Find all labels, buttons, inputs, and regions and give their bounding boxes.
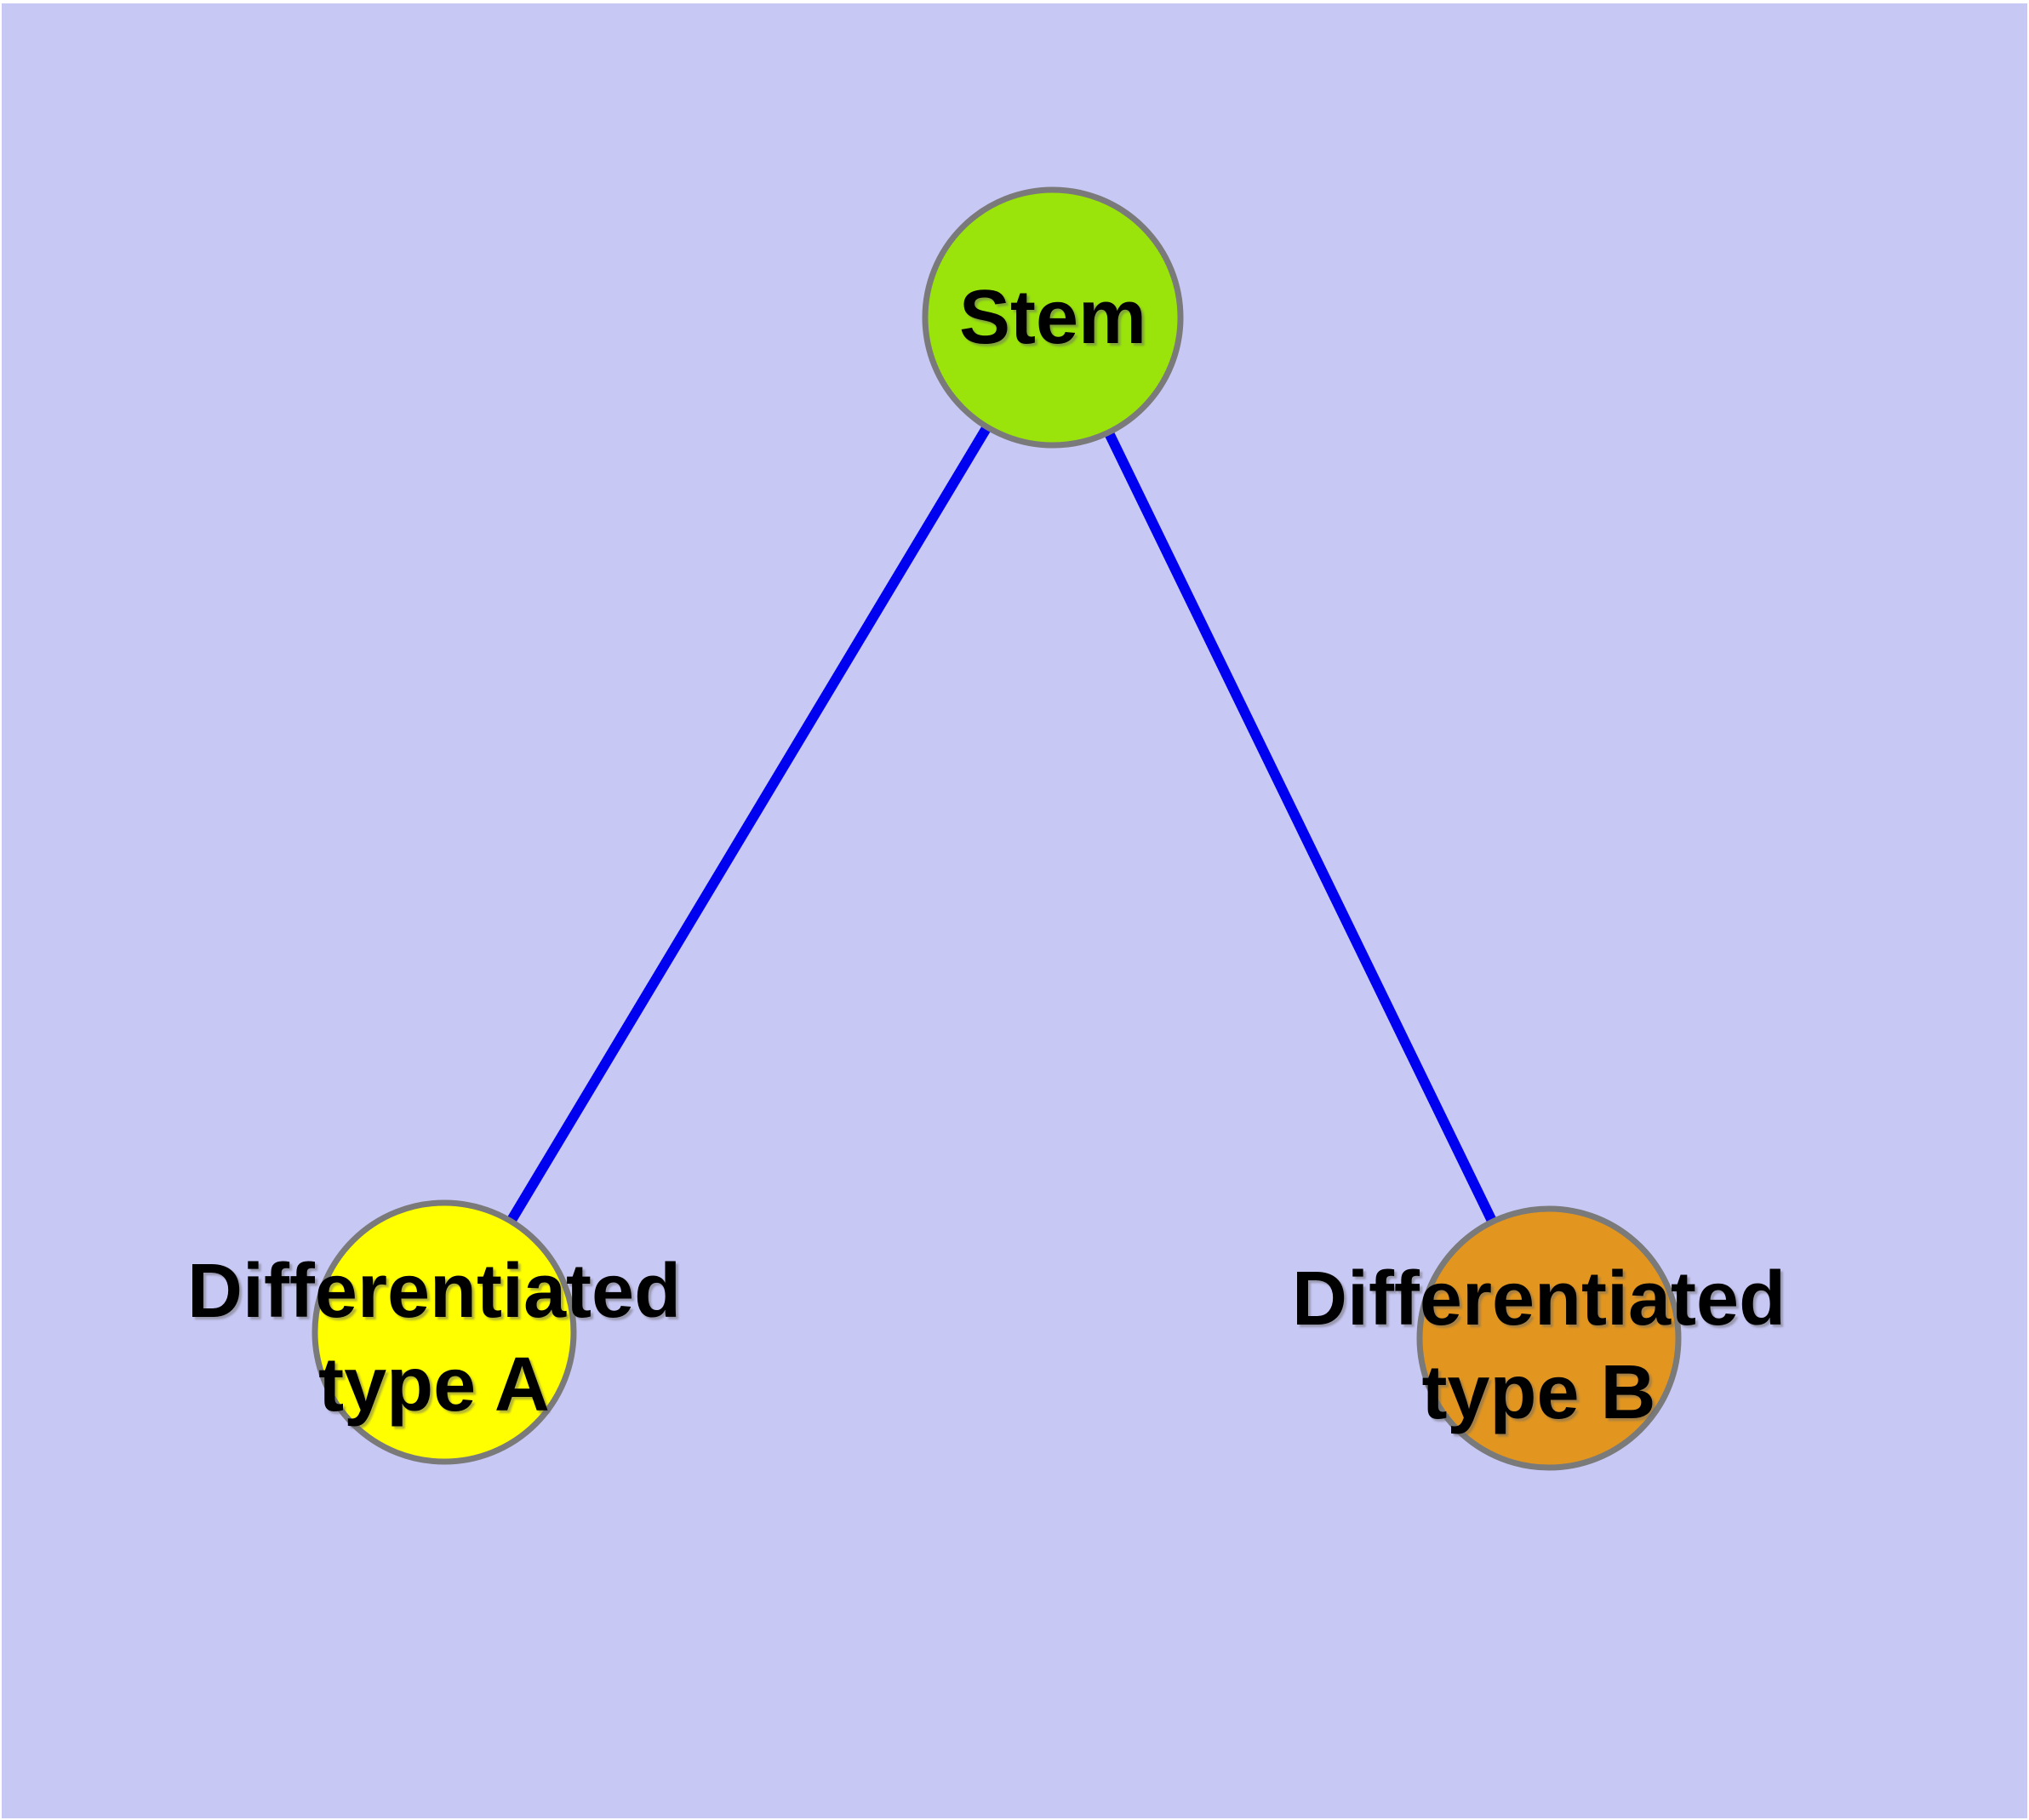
edge-stem-to-type-b — [1048, 315, 1554, 1341]
node-stem[interactable] — [922, 186, 1184, 449]
edge-stem-to-type-a — [439, 314, 1058, 1336]
node-differentiated-type-a[interactable] — [311, 1199, 577, 1465]
node-differentiated-type-b[interactable] — [1416, 1205, 1682, 1471]
